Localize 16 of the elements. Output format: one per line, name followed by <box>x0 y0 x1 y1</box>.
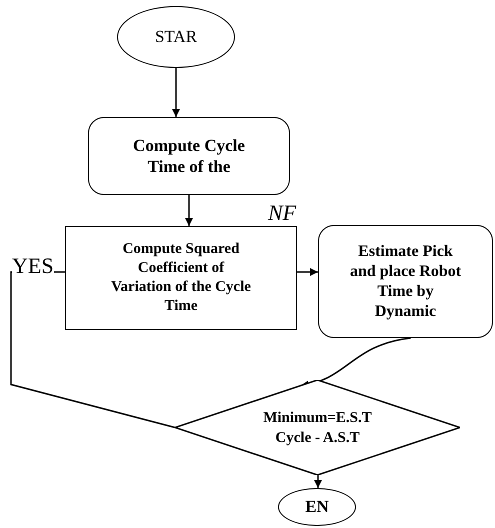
arrow <box>297 268 318 276</box>
decision-diamond <box>175 380 460 475</box>
process-box <box>318 225 493 338</box>
node-text: Estimate Pick and place Robot Time by Dynamic <box>348 242 462 322</box>
arrow <box>185 195 193 226</box>
arrow <box>172 68 180 117</box>
node-text: EN <box>305 496 329 518</box>
decision-text: Cycle - A.S.T <box>275 428 360 448</box>
process-box <box>88 117 290 195</box>
node-text: Compute Squared Coefficient of Variation of the Cycle Time <box>110 240 252 316</box>
decision-text: Minimum=E.S.T <box>263 408 372 428</box>
note-text: NF <box>268 200 296 226</box>
node-text: Compute Cycle Time of the <box>132 135 246 177</box>
arrow <box>314 475 322 488</box>
process-box <box>65 226 297 330</box>
node-text: STAR <box>154 26 198 48</box>
